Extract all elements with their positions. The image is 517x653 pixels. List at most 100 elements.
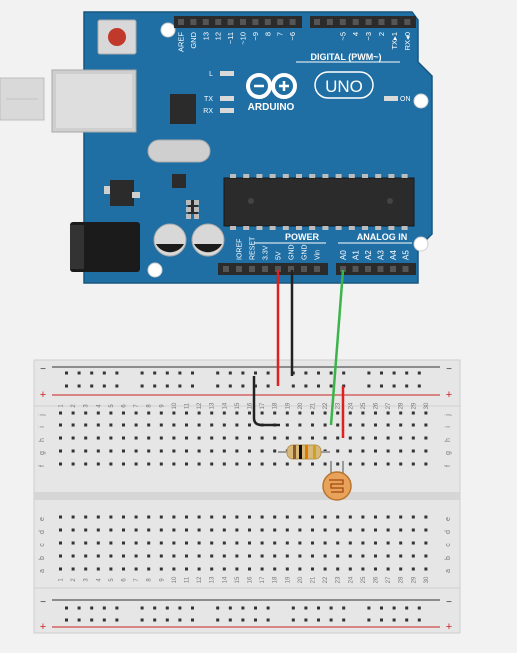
- breadboard-hole[interactable]: [109, 515, 113, 519]
- breadboard-hole[interactable]: [386, 449, 390, 453]
- breadboard-hole[interactable]: [96, 541, 100, 545]
- rail-hole[interactable]: [178, 384, 182, 388]
- breadboard-hole[interactable]: [285, 411, 289, 415]
- header-pin-hole[interactable]: [252, 19, 259, 25]
- breadboard-hole[interactable]: [361, 449, 365, 453]
- breadboard-hole[interactable]: [399, 436, 403, 440]
- breadboard-hole[interactable]: [84, 449, 88, 453]
- breadboard-hole[interactable]: [336, 515, 340, 519]
- breadboard-hole[interactable]: [260, 541, 264, 545]
- breadboard-hole[interactable]: [361, 462, 365, 466]
- breadboard-hole[interactable]: [84, 528, 88, 532]
- breadboard-hole[interactable]: [273, 567, 277, 571]
- breadboard-hole[interactable]: [147, 411, 151, 415]
- header-pin-hole[interactable]: [404, 19, 411, 25]
- breadboard-hole[interactable]: [348, 515, 352, 519]
- breadboard-hole[interactable]: [147, 515, 151, 519]
- breadboard-hole[interactable]: [109, 541, 113, 545]
- breadboard-hole[interactable]: [134, 436, 138, 440]
- breadboard-hole[interactable]: [348, 541, 352, 545]
- wire-a0-green[interactable]: [329, 269, 345, 426]
- breadboard-hole[interactable]: [197, 515, 201, 519]
- breadboard-hole[interactable]: [172, 554, 176, 558]
- breadboard-hole[interactable]: [96, 554, 100, 558]
- header-pin-hole[interactable]: [365, 266, 371, 272]
- breadboard-hole[interactable]: [348, 411, 352, 415]
- breadboard-hole[interactable]: [399, 541, 403, 545]
- rail-hole[interactable]: [153, 618, 157, 622]
- breadboard-hole[interactable]: [185, 515, 188, 519]
- breadboard-hole[interactable]: [374, 528, 377, 532]
- breadboard-hole[interactable]: [109, 423, 113, 427]
- rail-hole[interactable]: [178, 371, 182, 375]
- header-pin-hole[interactable]: [402, 266, 409, 272]
- breadboard-hole[interactable]: [185, 528, 188, 532]
- breadboard-hole[interactable]: [285, 528, 289, 532]
- rail-hole[interactable]: [153, 384, 157, 388]
- breadboard-hole[interactable]: [361, 423, 365, 427]
- rail-hole[interactable]: [380, 618, 383, 622]
- breadboard-hole[interactable]: [374, 541, 377, 545]
- breadboard-hole[interactable]: [147, 423, 151, 427]
- breadboard-hole[interactable]: [109, 528, 113, 532]
- rail-hole[interactable]: [140, 371, 144, 375]
- breadboard-hole[interactable]: [71, 528, 75, 532]
- breadboard-hole[interactable]: [323, 567, 327, 571]
- breadboard-hole[interactable]: [210, 515, 214, 519]
- breadboard-hole[interactable]: [374, 515, 377, 519]
- breadboard-hole[interactable]: [122, 449, 125, 453]
- breadboard-hole[interactable]: [84, 554, 88, 558]
- breadboard-hole[interactable]: [374, 462, 377, 466]
- header-pin-hole[interactable]: [223, 266, 229, 272]
- rail-hole[interactable]: [241, 618, 245, 622]
- breadboard-hole[interactable]: [248, 449, 251, 453]
- breadboard-hole[interactable]: [235, 423, 239, 427]
- breadboard-hole[interactable]: [424, 541, 428, 545]
- rail-hole[interactable]: [367, 606, 371, 610]
- rail-hole[interactable]: [367, 618, 371, 622]
- breadboard-hole[interactable]: [273, 554, 277, 558]
- breadboard-hole[interactable]: [374, 567, 377, 571]
- rail-hole[interactable]: [140, 384, 144, 388]
- breadboard-hole[interactable]: [96, 436, 100, 440]
- breadboard-hole[interactable]: [336, 528, 340, 532]
- breadboard-hole[interactable]: [71, 436, 75, 440]
- breadboard-hole[interactable]: [323, 423, 327, 427]
- breadboard-hole[interactable]: [424, 462, 428, 466]
- breadboard-hole[interactable]: [386, 423, 390, 427]
- rail-hole[interactable]: [304, 371, 308, 375]
- breadboard-hole[interactable]: [71, 554, 75, 558]
- breadboard-hole[interactable]: [248, 541, 251, 545]
- rail-hole[interactable]: [392, 606, 396, 610]
- breadboard-hole[interactable]: [109, 567, 113, 571]
- rail-hole[interactable]: [342, 606, 346, 610]
- breadboard-hole[interactable]: [298, 528, 302, 532]
- breadboard-hole[interactable]: [411, 528, 415, 532]
- breadboard-hole[interactable]: [411, 411, 415, 415]
- rail-hole[interactable]: [317, 384, 320, 388]
- breadboard-hole[interactable]: [172, 436, 176, 440]
- breadboard-hole[interactable]: [323, 554, 327, 558]
- breadboard-hole[interactable]: [323, 528, 327, 532]
- breadboard-hole[interactable]: [235, 554, 239, 558]
- header-pin-hole[interactable]: [390, 266, 396, 272]
- breadboard-hole[interactable]: [210, 411, 214, 415]
- breadboard-hole[interactable]: [222, 567, 226, 571]
- breadboard-hole[interactable]: [248, 554, 251, 558]
- rail-hole[interactable]: [65, 384, 68, 388]
- breadboard-hole[interactable]: [109, 554, 113, 558]
- breadboard-hole[interactable]: [311, 554, 314, 558]
- breadboard-hole[interactable]: [260, 528, 264, 532]
- breadboard-hole[interactable]: [185, 567, 188, 571]
- breadboard-hole[interactable]: [348, 567, 352, 571]
- breadboard-hole[interactable]: [248, 462, 251, 466]
- header-pin-hole[interactable]: [277, 19, 284, 25]
- rail-hole[interactable]: [304, 384, 308, 388]
- breadboard-hole[interactable]: [134, 411, 138, 415]
- header-pin-hole[interactable]: [314, 266, 320, 272]
- rail-hole[interactable]: [317, 618, 320, 622]
- breadboard-hole[interactable]: [109, 462, 113, 466]
- breadboard-hole[interactable]: [273, 462, 277, 466]
